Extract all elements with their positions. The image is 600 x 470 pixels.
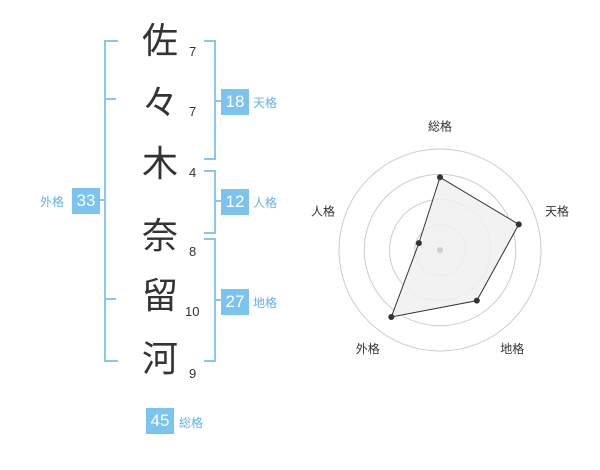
radar-point — [388, 314, 395, 321]
radar-axis-label: 地格 — [500, 341, 524, 356]
name-char-1: 佐 — [141, 21, 178, 62]
stroke-count-5: 10 — [185, 304, 200, 319]
radar-ring — [363, 173, 517, 327]
radar-point — [515, 221, 522, 228]
tenkaku-label: 天格 — [253, 96, 278, 110]
stroke-count-3: 4 — [189, 165, 197, 180]
soukaku-value-badge: 45 — [146, 408, 174, 434]
stroke-count-1: 7 — [189, 44, 197, 59]
radar-point — [473, 297, 480, 304]
stroke-count-4: 8 — [189, 244, 197, 259]
name-char-2: 々 — [141, 83, 178, 124]
chikaku-bracket-connector — [214, 299, 222, 301]
name-char-4: 奈 — [141, 216, 178, 257]
chikaku-label: 地格 — [253, 296, 278, 310]
jinkaku-bracket-connector — [214, 200, 222, 202]
tenkaku-value-badge: 18 — [221, 89, 249, 115]
jinkaku-value-badge: 12 — [221, 189, 249, 215]
jinkaku-bracket — [204, 170, 216, 234]
radar-ring — [338, 148, 542, 352]
gaikaku-label: 外格 — [40, 195, 65, 209]
chikaku-value-badge: 27 — [221, 289, 249, 315]
gaikaku-bracket — [104, 40, 118, 362]
radar-axis-label: 人格 — [311, 203, 335, 218]
jinkaku-label: 人格 — [253, 196, 278, 210]
gaikaku-bracket-connector — [98, 199, 106, 201]
radar-axis-label: 外格 — [356, 341, 380, 356]
radar-point — [437, 174, 443, 181]
radar-area — [390, 176, 520, 318]
stroke-count-6: 9 — [189, 366, 197, 381]
soukaku-label: 総格 — [179, 416, 204, 430]
radar-axis-label: 総格 — [428, 119, 452, 134]
radar-axis-label: 天格 — [545, 203, 569, 218]
name-char-6: 河 — [141, 339, 178, 380]
gaikaku-value-badge: 33 — [72, 188, 100, 214]
tenkaku-bracket-connector — [214, 100, 222, 102]
name-char-3: 木 — [141, 144, 178, 185]
gaikaku-bracket-tick — [104, 298, 116, 300]
name-char-5: 留 — [141, 276, 178, 317]
stroke-count-2: 7 — [189, 104, 197, 119]
radar-point — [415, 240, 422, 247]
radar-center-dot — [437, 247, 443, 253]
gaikaku-bracket-tick — [104, 98, 116, 100]
